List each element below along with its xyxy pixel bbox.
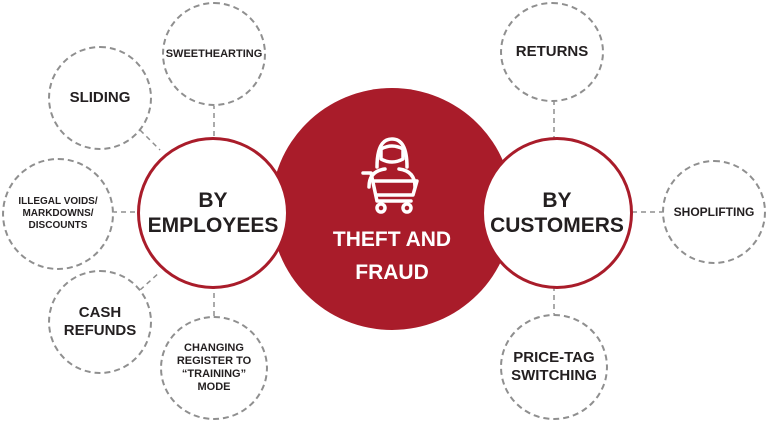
hub-employees-label: BY EMPLOYEES xyxy=(147,189,279,237)
item-shoplifting: SHOPLIFTING xyxy=(662,160,766,264)
item-sweethearting: SWEETHEARTING xyxy=(162,2,266,106)
item-cash-refunds: CASH REFUNDS xyxy=(48,270,152,374)
item-price-tag-switching-label: PRICE-TAG SWITCHING xyxy=(511,349,597,384)
center-theft-and-fraud: THEFT AND FRAUD xyxy=(271,88,513,330)
center-title: THEFT AND FRAUD xyxy=(332,228,452,284)
item-training-mode-label: CHANGING REGISTER TO “TRAINING” MODE xyxy=(176,342,252,393)
item-sweethearting-label: SWEETHEARTING xyxy=(165,47,263,60)
hooded-thief-with-shopping-cart-icon xyxy=(361,137,419,214)
item-price-tag-switching: PRICE-TAG SWITCHING xyxy=(500,314,608,420)
connector-cash-refunds xyxy=(139,271,161,291)
item-shoplifting-label: SHOPLIFTING xyxy=(673,205,755,219)
item-returns: RETURNS xyxy=(500,2,604,102)
hub-customers-label: BY CUSTOMERS xyxy=(490,189,624,237)
item-illegal-voids-label: ILLEGAL VOIDS/ MARKDOWNS/ DISCOUNTS xyxy=(18,196,98,231)
hub-by-employees: BY EMPLOYEES xyxy=(137,137,289,289)
connector-sliding xyxy=(139,129,161,151)
item-sliding: SLIDING xyxy=(48,46,152,150)
item-cash-refunds-label: CASH REFUNDS xyxy=(63,304,137,339)
item-returns-label: RETURNS xyxy=(515,43,589,60)
item-changing-register-training-mode: CHANGING REGISTER TO “TRAINING” MODE xyxy=(160,316,268,420)
item-illegal-voids: ILLEGAL VOIDS/ MARKDOWNS/ DISCOUNTS xyxy=(2,158,114,270)
hub-by-customers: BY CUSTOMERS xyxy=(481,137,633,289)
item-sliding-label: SLIDING xyxy=(69,89,131,106)
